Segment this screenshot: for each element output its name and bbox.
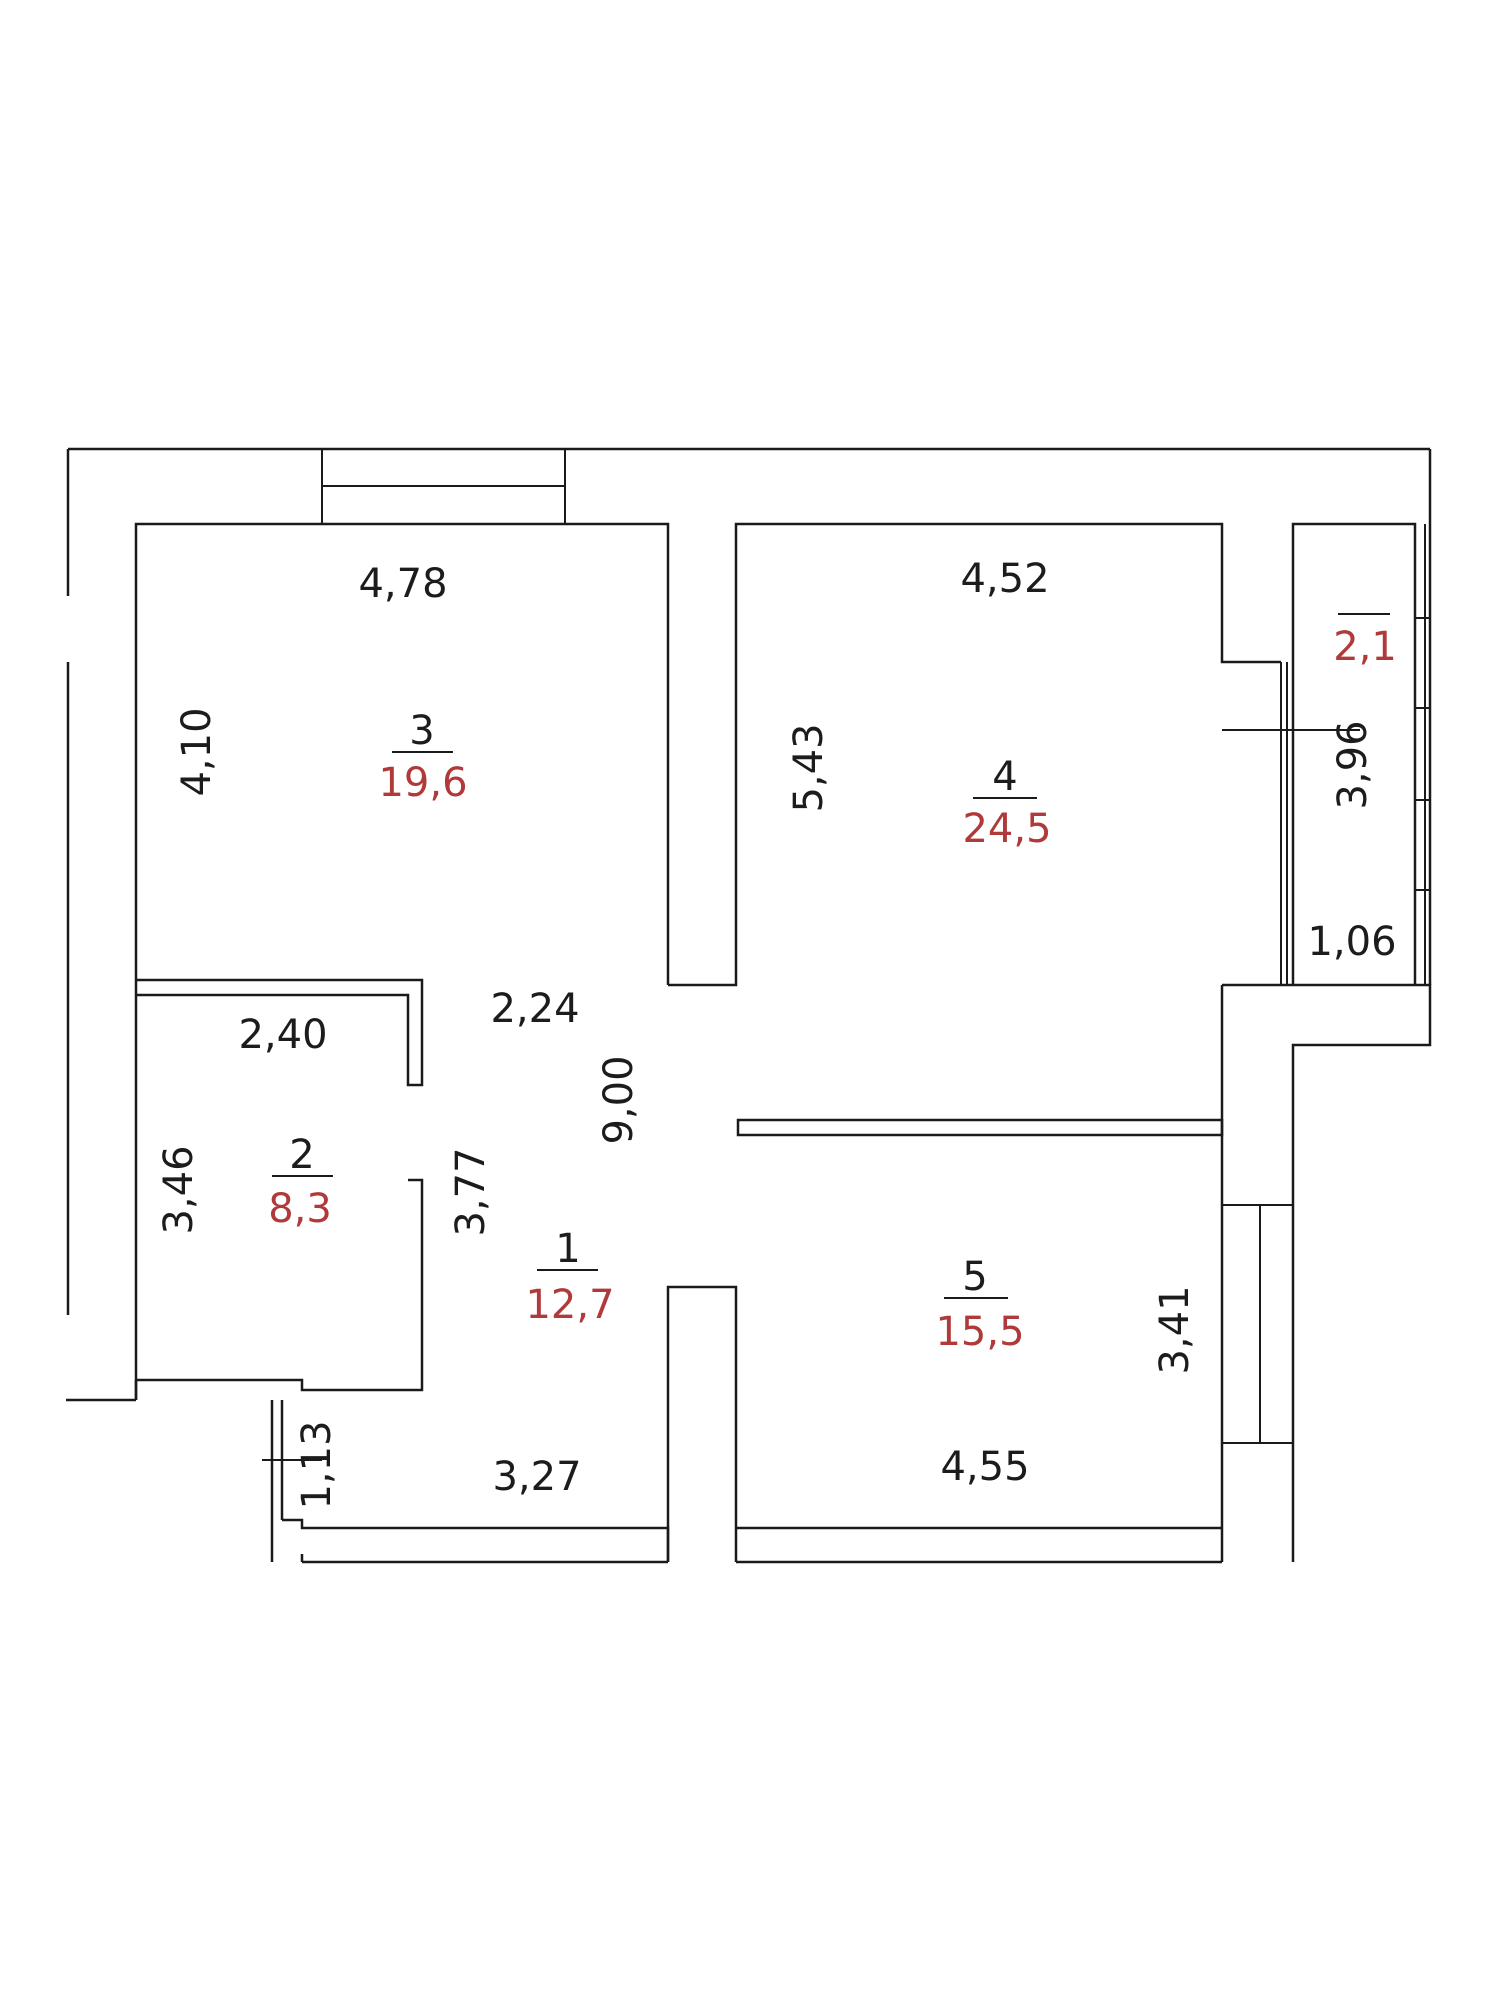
svg-text:2,1: 2,1 [1333,624,1397,670]
room-label-4: 4 24,5 [962,754,1051,852]
dim-entry-width: 1,13 [294,1420,340,1509]
walls [66,447,1432,1564]
svg-text:24,5: 24,5 [962,806,1051,852]
dim-room3-height: 4,10 [174,707,220,796]
svg-text:3: 3 [409,708,434,754]
svg-text:15,5: 15,5 [935,1309,1024,1355]
dim-balcony-width: 1,06 [1307,919,1396,965]
dim-hall-width: 2,24 [490,986,579,1032]
dim-hall-side: 3,77 [448,1147,494,1236]
dim-balcony-length: 3,96 [1330,720,1376,809]
room-label-balcony: 2,1 [1333,613,1397,670]
dim-room4-width: 4,52 [960,556,1049,602]
dim-room5-height: 3,41 [1152,1285,1198,1374]
dim-room5-width: 4,55 [940,1444,1029,1490]
svg-text:2: 2 [289,1132,314,1178]
svg-text:19,6: 19,6 [378,760,467,806]
dim-room3-width: 4,78 [358,561,447,607]
room-label-3: 3 19,6 [378,708,467,806]
svg-text:8,3: 8,3 [268,1186,332,1232]
svg-text:5: 5 [962,1254,987,1300]
dim-room4-height: 5,43 [786,723,832,812]
svg-text:4: 4 [992,754,1017,800]
svg-text:12,7: 12,7 [525,1282,614,1328]
dim-room2-width: 2,40 [238,1012,327,1058]
room-label-5: 5 15,5 [935,1254,1024,1355]
room-label-1: 1 12,7 [525,1226,614,1328]
dim-hall-length: 9,00 [596,1055,642,1144]
room-label-2: 2 8,3 [268,1132,333,1232]
dim-room2-height: 3,46 [156,1145,202,1234]
svg-text:1: 1 [555,1226,580,1272]
dim-hall-bottom: 3,27 [492,1454,581,1500]
